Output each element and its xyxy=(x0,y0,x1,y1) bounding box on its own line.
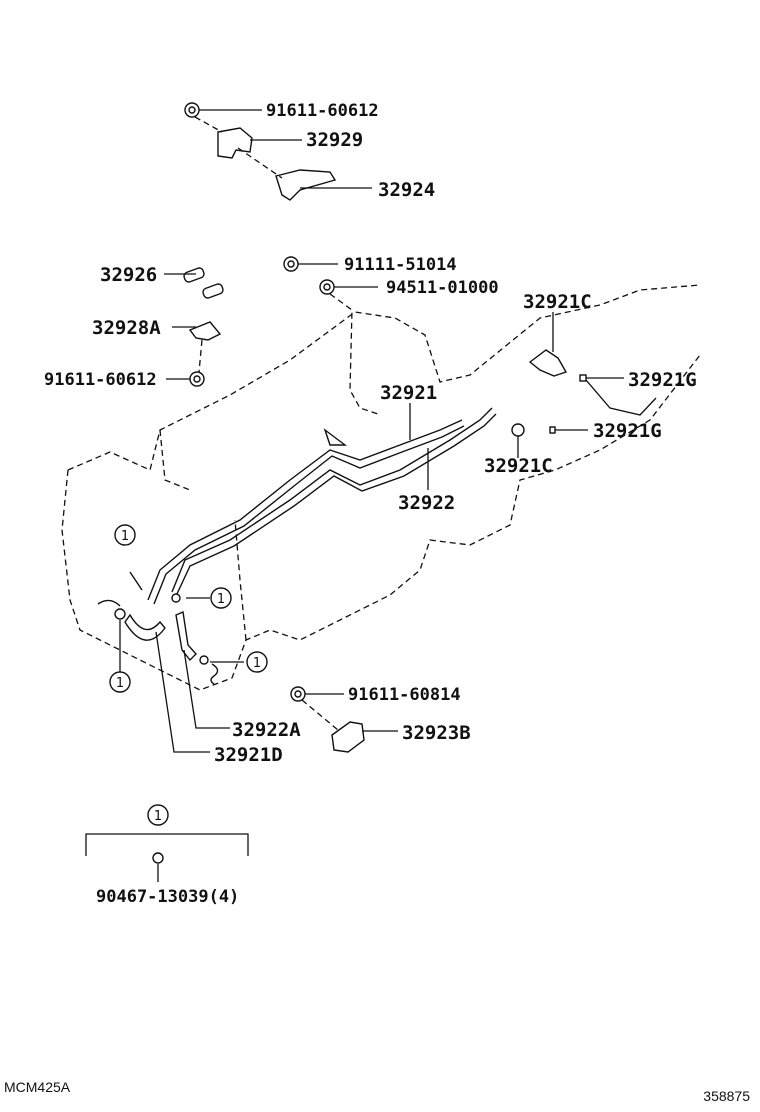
bracket-32924 xyxy=(275,169,337,201)
clamp-ring-right xyxy=(199,655,209,665)
ref-marker-label: 1 xyxy=(217,592,225,607)
hoses xyxy=(97,571,219,685)
ref-marker-label: 1 xyxy=(154,809,162,824)
diagram-code-right: 358875 xyxy=(703,1088,750,1104)
callout-32929: 32929 xyxy=(306,129,363,151)
bolt-symbol-60814 xyxy=(290,686,306,702)
leader-lines xyxy=(119,109,657,882)
callout-32928A: 32928A xyxy=(92,317,161,339)
union-32921C-lower xyxy=(511,423,525,437)
ref-marker-label: 1 xyxy=(121,529,129,544)
callout-32924: 32924 xyxy=(378,179,435,201)
fitting-32921G-upper xyxy=(579,374,587,382)
bracket-32923B xyxy=(331,721,365,753)
callout-32926: 32926 xyxy=(100,264,157,286)
pipe-32926 xyxy=(183,267,224,299)
callout-32923B: 32923B xyxy=(402,722,471,744)
callout-91611-60612-top: 91611-60612 xyxy=(266,101,379,121)
ref-marker-label: 1 xyxy=(253,656,261,671)
callout-32922A: 32922A xyxy=(232,719,301,741)
clamp-ring-left xyxy=(114,608,126,620)
clamp-ring-mid xyxy=(171,593,181,603)
diagram-code-left: MCM425A xyxy=(4,1079,71,1095)
callout-32921C-top: 32921C xyxy=(523,291,592,313)
ref-marker-left: 1 xyxy=(109,671,131,693)
callout-91611-60612-left: 91611-60612 xyxy=(44,370,157,390)
clamp-32928A xyxy=(188,321,222,341)
kit-part-number: 90467-13039(4) xyxy=(96,887,239,907)
callout-32921G-lower: 32921G xyxy=(593,420,662,442)
union-32921C-upper xyxy=(528,349,568,377)
bolt-symbol-top xyxy=(184,102,200,118)
ref-marker-label: 1 xyxy=(116,676,124,691)
callout-32922: 32922 xyxy=(398,492,455,514)
callout-91611-60814: 91611-60814 xyxy=(348,685,461,705)
fitting-32921G-lower xyxy=(549,426,556,434)
callout-91111-51014: 91111-51014 xyxy=(344,255,457,275)
callout-94511-01000: 94511-01000 xyxy=(386,278,499,298)
ref-marker-kit: 1 xyxy=(147,804,169,826)
ref-marker-right: 1 xyxy=(246,651,268,673)
callout-32921: 32921 xyxy=(380,382,437,404)
callout-32921C-lower: 32921C xyxy=(484,455,553,477)
oil-cooler-pipes xyxy=(147,407,497,605)
bolt-symbol-94511 xyxy=(319,279,335,295)
kit-bracket xyxy=(85,833,249,856)
bolt-symbol-left xyxy=(189,371,205,387)
ref-marker-mid: 1 xyxy=(210,587,232,609)
transmission-outline xyxy=(61,284,701,691)
callout-32921D: 32921D xyxy=(214,744,283,766)
callout-32921G-upper: 32921G xyxy=(628,369,697,391)
fastener-paths xyxy=(194,116,379,731)
bolt-symbol-91111 xyxy=(283,256,299,272)
kit-clip xyxy=(152,852,164,864)
ref-marker-transmission: 1 xyxy=(114,524,136,546)
